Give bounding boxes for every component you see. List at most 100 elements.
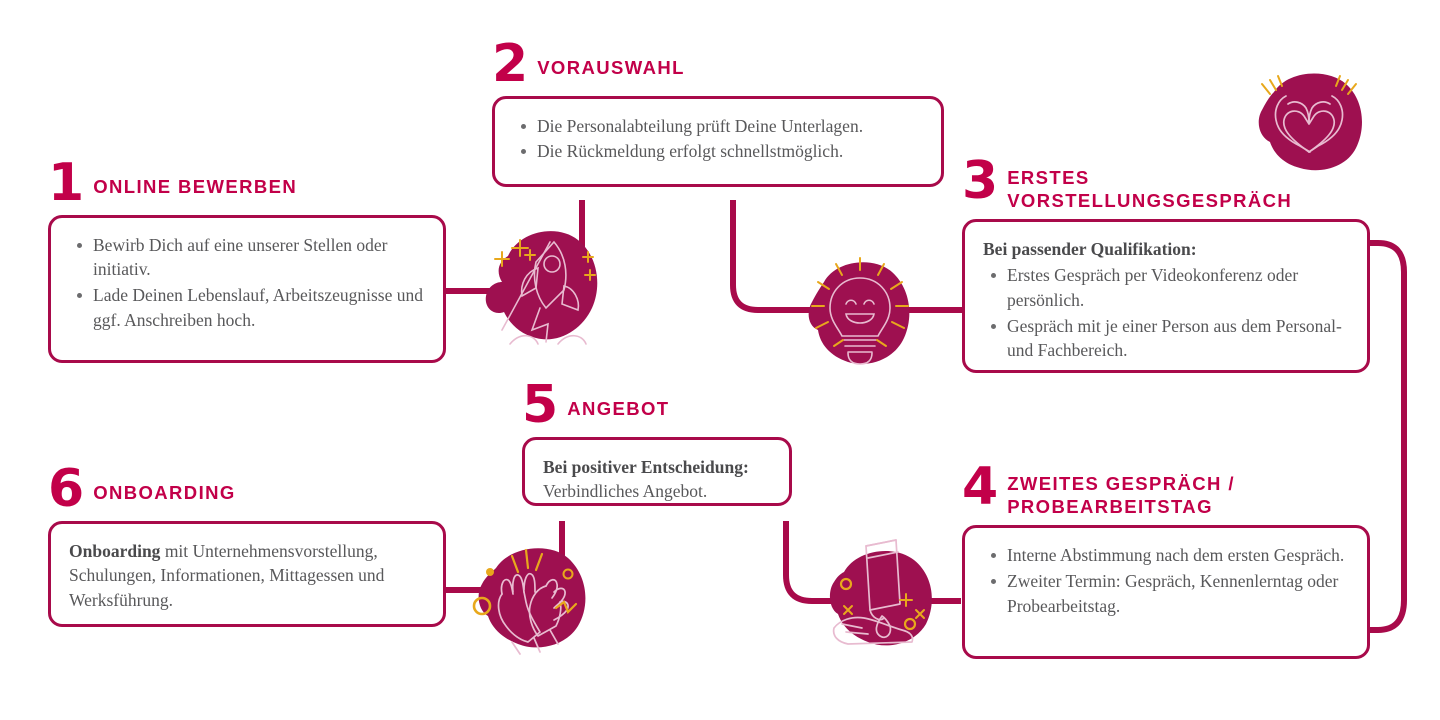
step-3-lead: Bei passender Qualifikation: xyxy=(983,238,1197,259)
step-5-card: Bei positiver Entscheidung: Verbindliche… xyxy=(522,436,792,506)
list-item: Erstes Gespräch per Videokonferenz oder … xyxy=(991,263,1347,313)
step-4-number: 4 xyxy=(962,457,998,517)
step-5-header: 5 ANGEBOT xyxy=(522,379,802,431)
step-6-title: ONBOARDING xyxy=(93,482,236,503)
step-5-lead: Bei positiver Entscheidung: xyxy=(543,456,749,477)
bulb-eye-right xyxy=(863,299,875,305)
step-4-card: Interne Abstimmung nach dem ersten Gespr… xyxy=(962,524,1370,659)
bulb-socket xyxy=(847,352,873,365)
step-4-header: 4 ZWEITES GESPRÄCH / PROBEARBEITSTAG xyxy=(962,461,1372,519)
open-hand xyxy=(832,616,914,645)
step-2-number: 2 xyxy=(492,34,528,94)
tube-top-edge xyxy=(865,539,897,547)
rocket-blob-shape xyxy=(485,231,598,340)
wrist-lines xyxy=(511,629,559,655)
rocket-fin-right xyxy=(561,285,580,312)
rocket-flame xyxy=(530,307,549,343)
step-6-body-rest: mit Unternehmensvorstellung, Schulungen,… xyxy=(69,540,385,611)
step-5-body: Verbindliches Angebot. xyxy=(543,481,708,502)
heart-hands-icon xyxy=(1248,62,1370,180)
list-item: Die Rückmeldung erfolgt schnellstmöglich… xyxy=(521,139,921,164)
step-3-list: Erstes Gespräch per Videokonferenz oder … xyxy=(983,263,1347,363)
step-1-number: 1 xyxy=(48,153,84,213)
list-item: Zweiter Termin: Gespräch, Kennenlerntag … xyxy=(991,569,1347,619)
sparkle-2 xyxy=(494,251,510,267)
step-3: 3 ERSTES VORSTELLUNGSGESPRÄCH Bei passen… xyxy=(962,155,1372,373)
step-1-card: Bewirb Dich auf eine unserer Stellen ode… xyxy=(48,214,446,363)
step-2-list: Die Personalabteilung prüft Deine Unterl… xyxy=(513,114,921,165)
ray-bottom-left xyxy=(833,339,844,347)
step-4: 4 ZWEITES GESPRÄCH / PROBEARBEITSTAG Int… xyxy=(962,461,1372,659)
list-item: Die Personalabteilung prüft Deine Unterl… xyxy=(521,114,921,139)
clap-burst xyxy=(510,548,544,574)
rocket-trail xyxy=(501,241,551,331)
ray-lower-left xyxy=(815,321,829,329)
rocket-icon xyxy=(480,212,610,362)
step-5-number: 5 xyxy=(522,375,558,435)
hand-left-outline xyxy=(1274,95,1311,153)
list-item: Lade Deinen Lebenslauf, Arbeitszeugnisse… xyxy=(77,283,423,333)
sparkle-1 xyxy=(511,239,529,257)
ray-bottom-right xyxy=(876,339,887,347)
step-6-card: Onboarding mit Unternehmensvorstellung, … xyxy=(48,520,446,629)
step-3-header: 3 ERSTES VORSTELLUNGSGESPRÄCH xyxy=(962,155,1372,213)
step-6-lead: Onboarding xyxy=(69,540,161,561)
step-1-title: ONLINE BEWERBEN xyxy=(93,176,298,197)
bulb-smile xyxy=(845,313,875,324)
dot-gold-filled xyxy=(486,568,494,576)
connector-3-to-4 xyxy=(1368,240,1407,633)
ray-upper-right xyxy=(877,263,885,276)
step-5-title: ANGEBOT xyxy=(567,398,670,419)
tube-nozzle xyxy=(869,609,885,621)
sparkle-3 xyxy=(524,249,536,261)
step-6-body: Onboarding mit Unternehmensvorstellung, … xyxy=(69,539,423,614)
step-1: 1 ONLINE BEWERBEN Bewirb Dich auf eine u… xyxy=(48,157,448,363)
lotion-drop xyxy=(875,615,892,639)
step-6-content: Onboarding mit Unternehmensvorstellung, … xyxy=(51,524,443,629)
hand-finger-lines xyxy=(841,623,869,635)
step-1-list: Bewirb Dich auf eine unserer Stellen ode… xyxy=(69,233,423,333)
lightbulb-smiling-icon xyxy=(800,250,920,372)
step-6-header: 6 ONBOARDING xyxy=(48,463,448,515)
step-3-title: ERSTES VORSTELLUNGSGESPRÄCH xyxy=(1007,167,1293,212)
rocket-cloud-left xyxy=(509,334,539,345)
cross-gold-left xyxy=(843,605,853,615)
spark-left xyxy=(1261,75,1283,95)
step-4-content: Interne Abstimmung nach dem ersten Gespr… xyxy=(965,528,1367,635)
list-item: Bewirb Dich auf eine unserer Stellen ode… xyxy=(77,233,423,283)
sparkle-5 xyxy=(584,269,596,281)
step-2-content: Die Personalabteilung prüft Deine Unterl… xyxy=(495,99,941,181)
step-3-card: Bei passender Qualifikation: Erstes Gesp… xyxy=(962,218,1370,373)
step-2: 2 VORAUSWAHL Die Personalabteilung prüft… xyxy=(492,38,952,187)
cross-gold-right xyxy=(915,609,925,619)
rocket-body xyxy=(533,240,567,310)
thumb-right xyxy=(1308,101,1331,123)
ray-right xyxy=(890,281,903,290)
ray-lower-right xyxy=(891,321,905,329)
step-2-title: VORAUSWAHL xyxy=(537,57,685,78)
rocket-cloud-right xyxy=(557,334,587,345)
step-6-number: 6 xyxy=(48,459,84,519)
step-5-content: Bei positiver Entscheidung: Verbindliche… xyxy=(525,440,789,520)
step-1-content: Bewirb Dich auf eine unserer Stellen ode… xyxy=(51,218,443,349)
heart-shape xyxy=(1282,110,1336,153)
step-6: 6 ONBOARDING Onboarding mit Unternehmens… xyxy=(48,463,448,629)
clap-zigzag xyxy=(554,600,578,614)
step-2-card: Die Personalabteilung prüft Deine Unterl… xyxy=(492,95,944,187)
step-4-list: Interne Abstimmung nach dem ersten Gespr… xyxy=(983,543,1347,619)
bulb-base xyxy=(843,339,877,353)
step-1-header: 1 ONLINE BEWERBEN xyxy=(48,157,448,209)
clapping-hands-icon xyxy=(468,534,596,658)
step-3-number: 3 xyxy=(962,151,998,211)
lotion-blob-shape xyxy=(829,550,932,646)
hand-right-palm xyxy=(528,585,562,637)
step-4-title: ZWEITES GESPRÄCH / PROBEARBEITSTAG xyxy=(1007,473,1235,518)
step-3-content: Bei passender Qualifikation: Erstes Gesp… xyxy=(965,222,1367,379)
rocket-window xyxy=(543,255,561,273)
rocket-fin-left xyxy=(520,266,539,298)
step-2-header: 2 VORAUSWAHL xyxy=(492,38,952,90)
circle-gold-bottom xyxy=(903,617,917,631)
hand-right-outline xyxy=(1308,95,1344,153)
ring-gold xyxy=(472,596,492,616)
